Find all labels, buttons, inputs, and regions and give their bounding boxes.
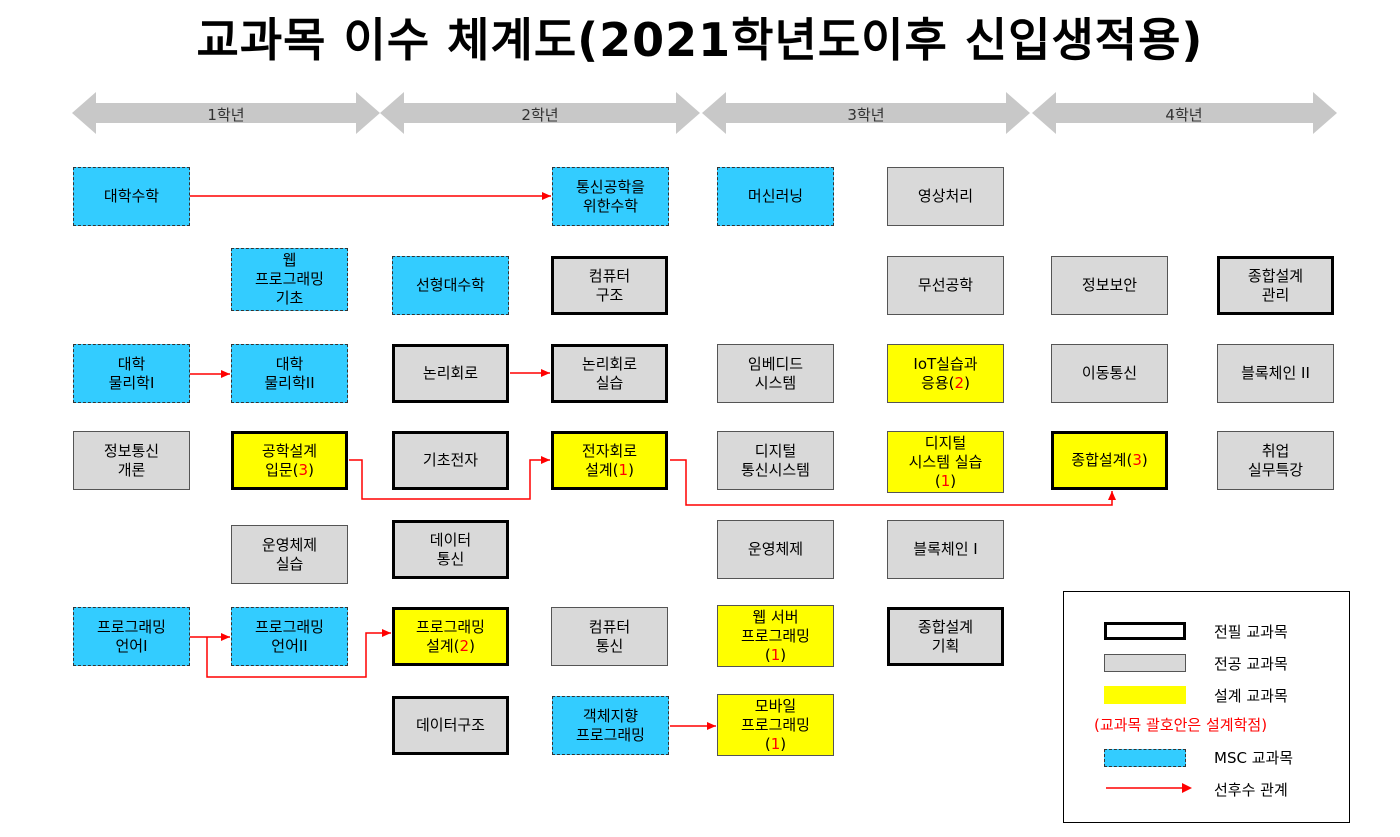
- course-electronic-circuit-design-label: 전자회로 설계(: [581, 441, 638, 479]
- course-machine-learning: 머신러닝: [717, 167, 834, 226]
- legend-major-swatch: [1104, 654, 1186, 672]
- course-digital-systems-lab-credit: 1: [940, 471, 951, 490]
- legend-required-label: 전필 교과목: [1214, 623, 1288, 641]
- legend-design-swatch: [1104, 686, 1186, 704]
- course-programming-language-1: 프로그래밍 언어I: [73, 607, 190, 666]
- course-engineering-design-intro-label: 공학설계 입문(: [261, 441, 318, 479]
- page-title: 교과목 이수 체계도(2021학년도이후 신입생적용): [196, 13, 1204, 67]
- course-oop: 객체지향 프로그래밍: [552, 696, 669, 755]
- arrow-elecdesign-to-capstone: [670, 459, 1116, 506]
- year-arrow-3: [702, 92, 1030, 134]
- course-digital-comm-systems: 디지털 통신시스템: [717, 431, 834, 490]
- course-linear-algebra: 선형대수학: [392, 256, 509, 315]
- legend: 전필 교과목 전공 교과목 설계 교과목 (교과목 괄호안은 설계학점) MSC…: [1063, 591, 1350, 823]
- legend-design-label: 설계 교과목: [1214, 687, 1288, 705]
- course-web-programming-basic: 웹 프로그래밍 기초: [231, 248, 348, 311]
- arrow-engdesign-to-elecdesign: [349, 456, 550, 500]
- legend-required-swatch: [1104, 622, 1186, 640]
- course-electronic-circuit-design-credit: 1: [618, 460, 629, 479]
- course-data-structures: 데이터구조: [392, 696, 509, 755]
- course-data-communication: 데이터 통신: [392, 520, 509, 579]
- year-label-4: 4학년: [1165, 106, 1203, 124]
- course-programming-design: 프로그래밍 설계(2): [392, 607, 509, 666]
- year-label-2: 2학년: [521, 106, 559, 124]
- course-embedded-systems: 임베디드 시스템: [717, 344, 834, 403]
- course-comm-math: 통신공학을 위한수학: [552, 167, 669, 226]
- course-programming-language-2: 프로그래밍 언어II: [231, 607, 348, 666]
- legend-msc-swatch: [1104, 749, 1186, 767]
- course-information-security: 정보보안: [1051, 256, 1168, 315]
- course-electronic-circuit-design: 전자회로 설계(1): [551, 431, 668, 490]
- year-label-1: 1학년: [207, 106, 245, 124]
- legend-msc-label: MSC 교과목: [1214, 749, 1294, 767]
- course-engineering-design-intro: 공학설계 입문(3): [231, 431, 348, 490]
- course-mobile-programming: 모바일 프로그래밍 (1): [717, 694, 834, 756]
- course-iot-lab: IoT실습과 응용(2): [887, 344, 1004, 403]
- course-programming-design-label: 프로그래밍 설계(: [415, 617, 485, 655]
- course-programming-design-credit: 2: [459, 636, 470, 655]
- course-computer-architecture: 컴퓨터 구조: [551, 256, 668, 315]
- year-arrow-1: [72, 92, 380, 134]
- course-digital-systems-lab: 디지털 시스템 실습 (1): [887, 431, 1004, 493]
- course-web-server-programming-credit: 1: [770, 645, 781, 664]
- course-web-server-programming: 웹 서버 프로그래밍 (1): [717, 605, 834, 667]
- course-operating-systems: 운영체제: [717, 520, 834, 579]
- course-web-server-programming-label: 웹 서버 프로그래밍 (: [740, 607, 810, 664]
- course-physics-1: 대학 물리학I: [73, 344, 190, 403]
- course-os-lab: 운영체제 실습: [231, 525, 348, 584]
- course-logic-circuits-lab: 논리회로 실습: [551, 344, 668, 403]
- course-iot-lab-label: IoT실습과 응용(: [913, 354, 978, 392]
- course-engineering-design-intro-credit: 3: [298, 460, 309, 479]
- course-iot-lab-credit: 2: [954, 373, 965, 392]
- arrow-prog1-to-progdesign: [206, 629, 391, 678]
- course-capstone-design-credit: 3: [1132, 451, 1142, 469]
- legend-major-label: 전공 교과목: [1214, 655, 1288, 673]
- course-ict-intro: 정보통신 개론: [73, 431, 190, 490]
- course-capstone-design: 종합설계(3): [1051, 431, 1168, 490]
- course-capstone-management: 종합설계 관리: [1217, 256, 1334, 315]
- course-career-lecture: 취업 실무특강: [1217, 431, 1334, 490]
- course-mobile-programming-label: 모바일 프로그래밍 (: [740, 696, 810, 753]
- course-wireless-engineering: 무선공학: [887, 256, 1004, 315]
- course-capstone-design-label: 종합설계(: [1071, 451, 1133, 469]
- course-image-processing: 영상처리: [887, 167, 1004, 226]
- course-computer-networks: 컴퓨터 통신: [551, 607, 668, 666]
- course-blockchain-2: 블록체인 II: [1217, 344, 1334, 403]
- course-mobile-communication: 이동통신: [1051, 344, 1168, 403]
- course-mobile-programming-credit: 1: [770, 734, 781, 753]
- course-basic-electronics: 기초전자: [392, 431, 509, 490]
- course-logic-circuits: 논리회로: [392, 344, 509, 403]
- year-arrow-2: [380, 92, 700, 134]
- legend-prereq-label: 선후수 관계: [1214, 781, 1288, 799]
- year-arrow-4: [1032, 92, 1337, 134]
- course-blockchain-1: 블록체인 I: [887, 520, 1004, 579]
- course-physics-2: 대학 물리학II: [231, 344, 348, 403]
- course-calculus: 대학수학: [73, 167, 190, 226]
- legend-credit-note: (교과목 괄호안은 설계학점): [1094, 716, 1268, 734]
- year-label-3: 3학년: [847, 106, 885, 124]
- course-digital-systems-lab-label: 디지털 시스템 실습 (: [908, 433, 983, 490]
- course-capstone-planning: 종합설계 기획: [887, 607, 1004, 666]
- legend-prereq-arrow: [1106, 783, 1192, 793]
